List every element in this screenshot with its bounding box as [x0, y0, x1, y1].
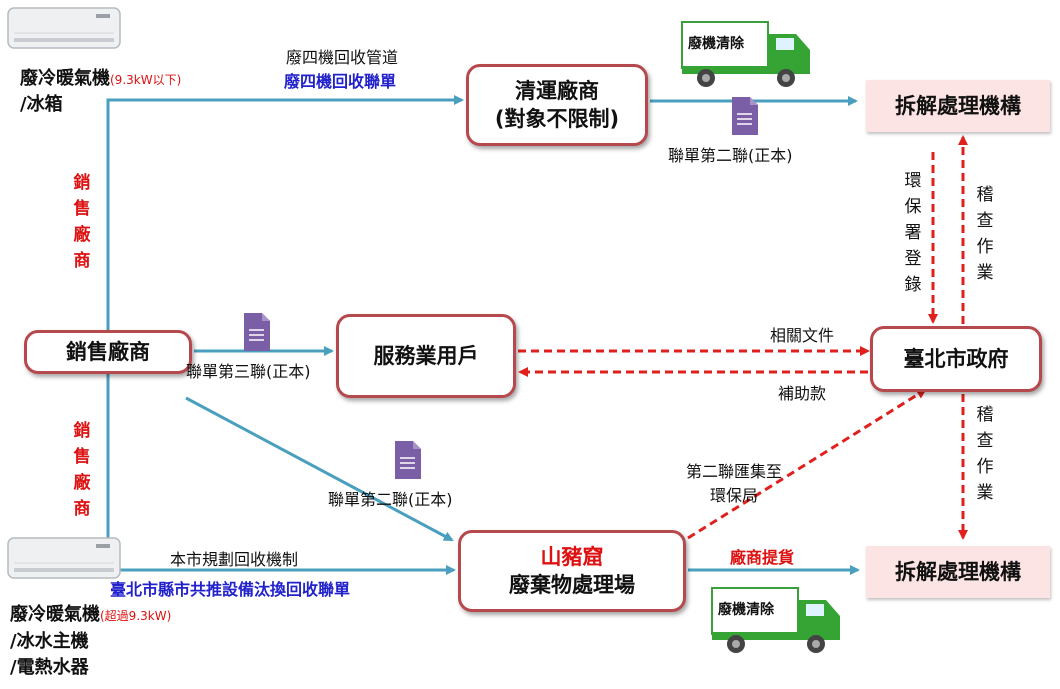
red-dashed-lines [518, 135, 968, 540]
copy2-collect-label-line1: 第二聯匯集至 [686, 462, 783, 481]
truck-bottom-icon [711, 587, 840, 653]
ac-bottom-line2: /冰水主機 [10, 631, 89, 652]
dismantle-top-label: 拆解處理機構 [895, 93, 1021, 118]
seller-label: 銷售廠商 [66, 339, 150, 364]
subsidy-label: 補助款 [778, 384, 827, 403]
ac-top-note: (9.3kW以下) [110, 73, 182, 87]
government-label: 臺北市政府 [903, 346, 1009, 371]
ac-bottom-caption: 廢冷暖氣機(超過9.3kW) /冰水主機 /電熱水器 [10, 602, 171, 681]
cleaner-label-line2: (對象不限制) [494, 107, 620, 131]
arrow-copy2-to-government [687, 388, 927, 540]
city-mechanism-label: 本市規劃回收機制 [170, 550, 299, 569]
service-user-node: 服務業用戶 [336, 314, 516, 398]
ac-bottom-name: 廢冷暖氣機 [10, 604, 100, 625]
government-node: 臺北市政府 [870, 326, 1042, 392]
truck-sign-top: 廢機清除 [688, 36, 744, 52]
landfill-node: 山豬窟廢棄物處理場 [458, 530, 686, 612]
document-icon [244, 313, 270, 351]
inspection-top-label: 稽查作業 [976, 185, 994, 283]
air-conditioner-top-icon [7, 7, 121, 49]
arrow-seller-to-landfill [185, 396, 454, 542]
inspection-bottom-label: 稽查作業 [976, 405, 994, 503]
document-icon [732, 97, 758, 135]
recycle-channel-label: 廢四機回收管道 [286, 48, 399, 67]
dismantle-top-node: 拆解處理機構 [866, 80, 1050, 132]
seller-vertical-bottom-label: 銷售廠商 [73, 421, 91, 519]
truck-sign-bottom: 廢機清除 [718, 602, 774, 618]
cleaner-label-line1: 清運廠商 [514, 78, 599, 103]
related-docs-label: 相關文件 [770, 326, 835, 345]
ac-bottom-note: (超過9.3kW) [100, 609, 172, 623]
seller-vertical-top-label: 銷售廠商 [73, 173, 91, 271]
seller-node: 銷售廠商 [24, 330, 192, 374]
joint-form-label: 臺北市縣市共推設備汰換回收聯單 [110, 580, 351, 599]
ac-bottom-line3: /電熱水器 [10, 657, 89, 678]
truck-top-icon [681, 21, 810, 87]
epa-register-label: 環保署登錄 [904, 171, 922, 295]
form-copy2-mid-label: 聯單第二聯(正本) [328, 490, 453, 509]
copy2-collect-label-line2: 環保局 [710, 486, 759, 505]
ac-top-name: 廢冷暖氣機 [20, 68, 110, 89]
arrow-seller-to-cleaner [106, 95, 464, 330]
landfill-label-line1: 山豬窟 [540, 544, 604, 569]
vendor-pickup-label: 廠商提貨 [730, 548, 795, 567]
dismantle-bottom-label: 拆解處理機構 [895, 559, 1021, 584]
service-user-label: 服務業用戶 [373, 343, 479, 368]
air-conditioner-bottom-icon [7, 537, 121, 579]
landfill-label-line2: 廢棄物處理場 [509, 573, 635, 597]
recycle-form-label: 廢四機回收聯單 [284, 72, 397, 91]
form-copy2-top-label: 聯單第二聯(正本) [668, 146, 793, 165]
ac-top-caption: 廢冷暖氣機(9.3kW以下) /冰箱 [20, 64, 181, 116]
dismantle-bottom-node: 拆解處理機構 [866, 546, 1050, 598]
cleaner-node: 清運廠商 (對象不限制) [466, 64, 648, 146]
ac-top-line2: /冰箱 [20, 94, 63, 115]
form-copy3-label: 聯單第三聯(正本) [186, 362, 311, 381]
document-icon [395, 441, 421, 479]
